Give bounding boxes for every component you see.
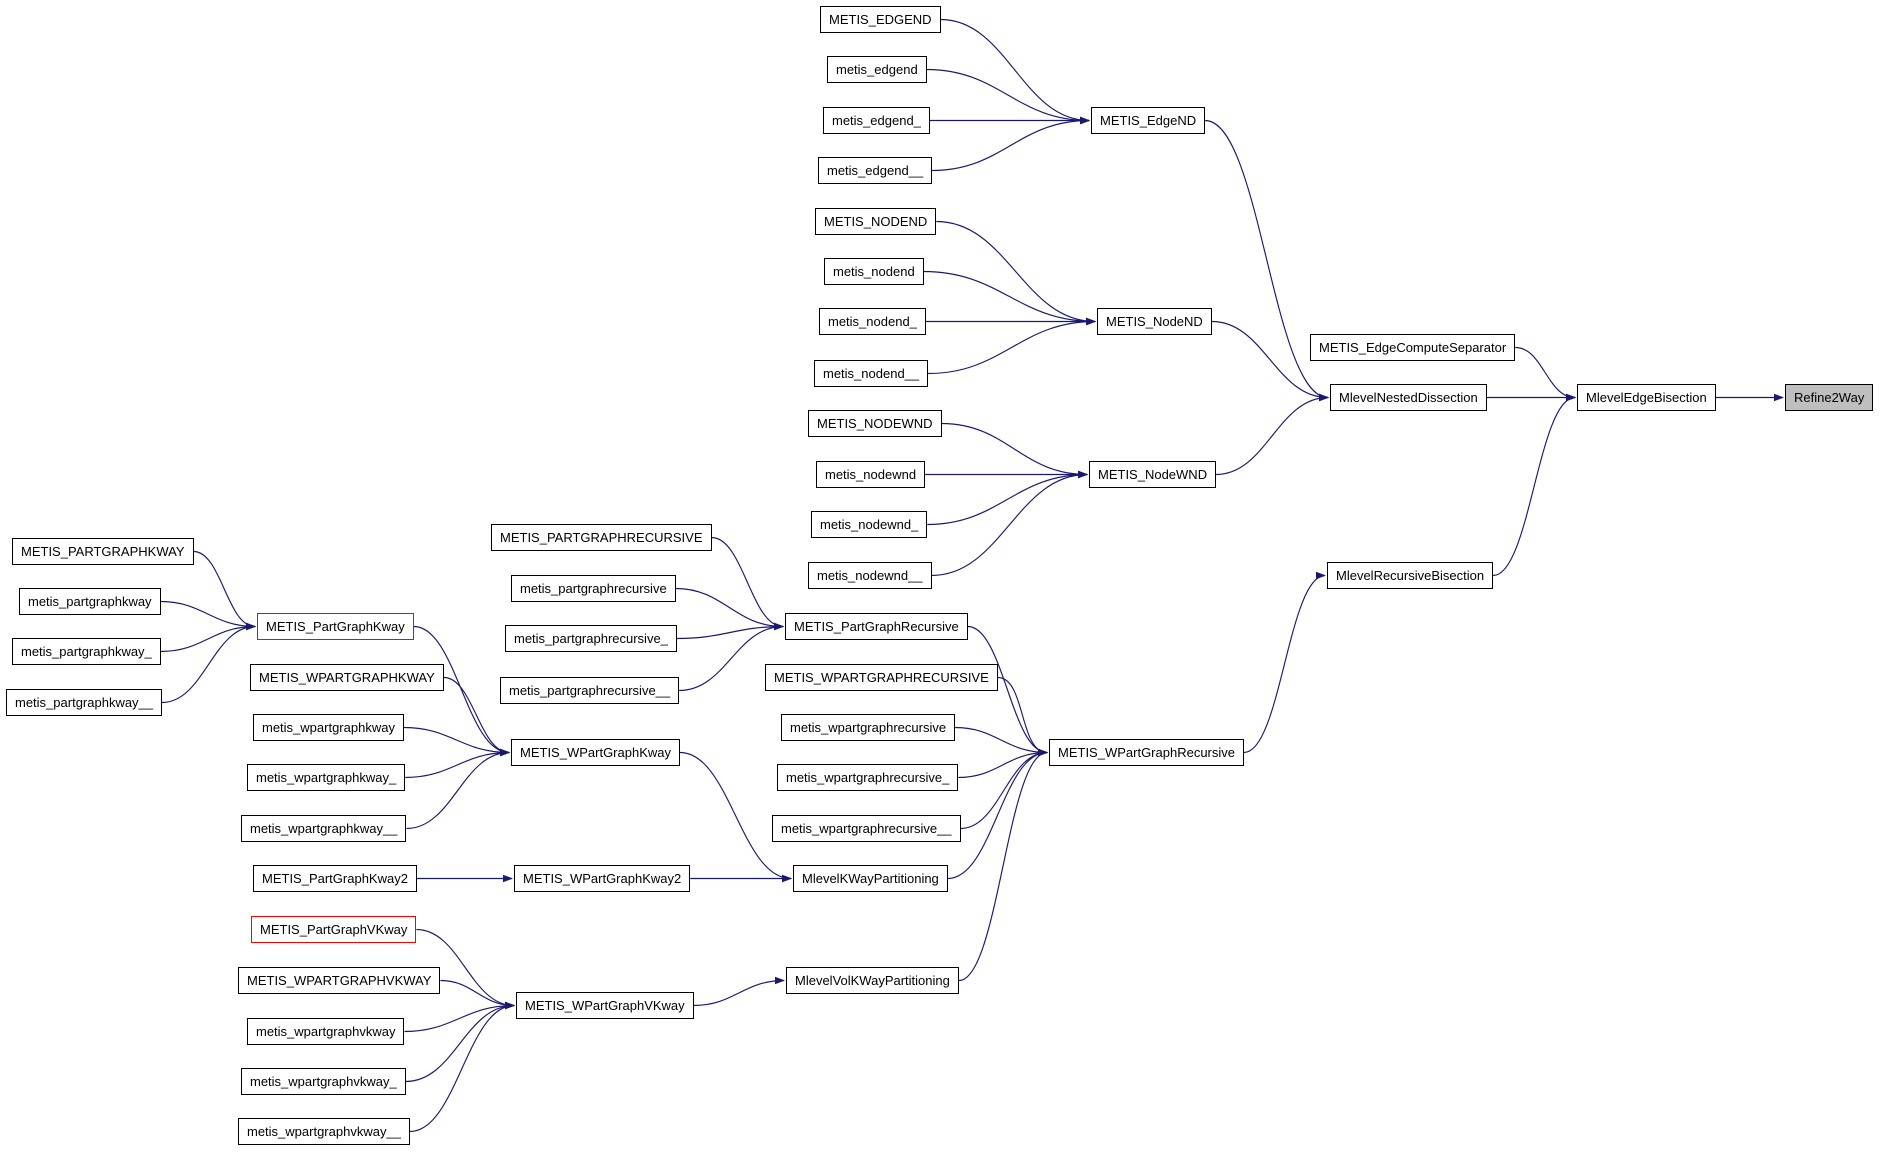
call-edge-METIS_EDGEND-to-METIS_EdgeND [940, 18, 1090, 125]
call-edge-METIS_PartGraphKway-to-METIS_WPartGraphKway [413, 625, 510, 757]
graph-node-MlevelVolKWayPartitioning[interactable]: MlevelVolKWayPartitioning [786, 967, 959, 994]
call-edge-metis_wpartgraphvkway_-to-METIS_WPartGraphVKway [405, 1001, 515, 1083]
call-edge-metis_nodewnd_-to-METIS_NodeWND [927, 470, 1088, 526]
call-edge-metis_wpartgraphvkway-to-METIS_WPartGraphVKway [404, 1001, 515, 1033]
call-edge-METIS_NODEWND-to-METIS_NodeWND [941, 422, 1088, 479]
call-edge-metis_wpartgraphkway-to-METIS_WPartGraphKway [403, 726, 510, 757]
graph-node-metis_wpartgraphvkway_[interactable]: metis_wpartgraphvkway_ [241, 1068, 406, 1095]
graph-node-METIS_NodeND[interactable]: METIS_NodeND [1097, 308, 1212, 335]
graph-node-metis_edgend_[interactable]: metis_edgend_ [823, 107, 930, 134]
graph-node-MlevelRecursiveBisection[interactable]: MlevelRecursiveBisection [1327, 562, 1494, 589]
graph-node-METIS_WPartGraphVKway[interactable]: METIS_WPartGraphVKway [516, 992, 694, 1019]
call-edge-METIS_WPartGraphRecursive-to-MlevelRecursiveBisection [1243, 571, 1326, 754]
graph-node-METIS_PartGraphRecursive[interactable]: METIS_PartGraphRecursive [785, 613, 968, 640]
graph-node-metis_wpartgraphkway__[interactable]: metis_wpartgraphkway__ [241, 815, 407, 842]
graph-node-metis_edgend[interactable]: metis_edgend [827, 56, 927, 83]
graph-node-metis_wpartgraphvkway[interactable]: metis_wpartgraphvkway [247, 1018, 405, 1045]
graph-node-metis_wpartgraphrecursive[interactable]: metis_wpartgraphrecursive [781, 714, 956, 741]
graph-node-METIS_WPARTGRAPHKWAY[interactable]: METIS_WPARTGRAPHKWAY [250, 664, 444, 691]
call-edge-metis_wpartgraphvkway__-to-METIS_WPartGraphVKway [409, 1001, 515, 1133]
call-edge-MlevelRecursiveBisection-to-MlevelEdgeBisection [1493, 393, 1576, 577]
call-edge-metis_wpartgraphrecursive__-to-METIS_WPartGraphRecursive [960, 748, 1048, 830]
call-edge-metis_wpartgraphkway__-to-METIS_WPartGraphKway [406, 748, 510, 830]
graph-node-METIS_PartGraphKway[interactable]: METIS_PartGraphKway [257, 613, 414, 640]
graph-node-MlevelNestedDissection[interactable]: MlevelNestedDissection [1330, 384, 1487, 411]
graph-node-METIS_EDGEND[interactable]: METIS_EDGEND [820, 6, 941, 33]
graph-node-METIS_EdgeComputeSeparator[interactable]: METIS_EdgeComputeSeparator [1310, 334, 1516, 361]
call-edge-METIS_PartGraphVKway-to-METIS_WPartGraphVKway [416, 928, 515, 1010]
graph-node-metis_partgraphkway_[interactable]: metis_partgraphkway_ [12, 638, 161, 665]
graph-node-Refine2Way: Refine2Way [1785, 384, 1874, 411]
call-edge-METIS_NodeND-to-MlevelNestedDissection [1211, 320, 1329, 402]
graph-node-METIS_WPartGraphRecursive[interactable]: METIS_WPartGraphRecursive [1049, 739, 1244, 766]
graph-node-metis_nodend[interactable]: metis_nodend [824, 258, 924, 285]
graph-node-METIS_PartGraphVKway[interactable]: METIS_PartGraphVKway [251, 916, 417, 943]
graph-node-METIS_WPartGraphKway2[interactable]: METIS_WPartGraphKway2 [514, 865, 691, 892]
call-edge-METIS_EdgeComputeSeparator-to-MlevelEdgeBisection [1515, 346, 1576, 402]
graph-node-metis_nodend__[interactable]: metis_nodend__ [814, 360, 929, 387]
call-edge-MlevelVolKWayPartitioning-to-METIS_WPartGraphRecursive [958, 748, 1048, 982]
call-edge-metis_partgraphkway__-to-METIS_PartGraphKway [161, 622, 256, 704]
call-edge-metis_wpartgraphrecursive_-to-METIS_WPartGraphRecursive [958, 748, 1048, 779]
call-edge-metis_edgend-to-METIS_EdgeND [926, 68, 1090, 125]
graph-node-metis_wpartgraphrecursive_[interactable]: metis_wpartgraphrecursive_ [777, 764, 959, 791]
call-edge-metis_nodewnd__-to-METIS_NodeWND [931, 470, 1088, 577]
graph-node-metis_wpartgraphkway[interactable]: metis_wpartgraphkway [253, 714, 404, 741]
call-edge-METIS_WPartGraphKway-to-MlevelKWayPartitioning [679, 751, 792, 883]
graph-node-METIS_PartGraphKway2[interactable]: METIS_PartGraphKway2 [253, 865, 417, 892]
graph-node-MlevelKWayPartitioning[interactable]: MlevelKWayPartitioning [793, 865, 948, 892]
call-edge-MlevelKWayPartitioning-to-METIS_WPartGraphRecursive [947, 748, 1048, 880]
graph-node-metis_wpartgraphvkway__[interactable]: metis_wpartgraphvkway__ [238, 1118, 410, 1145]
call-edge-METIS_PARTGRAPHKWAY-to-METIS_PartGraphKway [193, 550, 256, 631]
call-edge-metis_nodend-to-METIS_NodeND [923, 270, 1096, 326]
graph-node-METIS_EdgeND[interactable]: METIS_EdgeND [1091, 107, 1206, 134]
call-edge-METIS_EdgeND-to-MlevelNestedDissection [1205, 119, 1329, 402]
call-edge-metis_wpartgraphkway_-to-METIS_WPartGraphKway [405, 748, 510, 779]
graph-node-METIS_PARTGRAPHKWAY[interactable]: METIS_PARTGRAPHKWAY [12, 538, 194, 565]
call-edge-METIS_WPartGraphVKway-to-MlevelVolKWayPartitioning [693, 976, 785, 1007]
graph-node-metis_edgend__[interactable]: metis_edgend__ [818, 157, 933, 184]
call-edge-METIS_WPARTGRAPHVKWAY-to-METIS_WPartGraphVKway [440, 979, 515, 1010]
call-edge-metis_edgend__-to-METIS_EdgeND [932, 116, 1090, 172]
call-edge-metis_partgraphkway-to-METIS_PartGraphKway [160, 600, 256, 631]
graph-node-METIS_NODEWND[interactable]: METIS_NODEWND [808, 410, 942, 437]
graph-node-METIS_NodeWND[interactable]: METIS_NodeWND [1089, 461, 1217, 488]
graph-node-METIS_NODEND[interactable]: METIS_NODEND [815, 208, 937, 235]
graph-node-metis_wpartgraphrecursive__[interactable]: metis_wpartgraphrecursive__ [772, 815, 961, 842]
call-edge-METIS_NODEND-to-METIS_NodeND [936, 220, 1096, 326]
call-edge-METIS_NodeWND-to-MlevelNestedDissection [1216, 393, 1329, 476]
graph-node-metis_nodewnd_[interactable]: metis_nodewnd_ [811, 511, 928, 538]
graph-node-MlevelEdgeBisection[interactable]: MlevelEdgeBisection [1577, 384, 1716, 411]
call-edge-metis_partgraphrecursive-to-METIS_PartGraphRecursive [675, 587, 784, 631]
graph-node-METIS_PARTGRAPHRECURSIVE[interactable]: METIS_PARTGRAPHRECURSIVE [491, 524, 712, 551]
graph-node-metis_partgraphrecursive_[interactable]: metis_partgraphrecursive_ [505, 625, 677, 652]
call-edge-metis_partgraphrecursive__-to-METIS_PartGraphRecursive [679, 622, 784, 692]
graph-node-metis_nodewnd__[interactable]: metis_nodewnd__ [808, 562, 932, 589]
call-edge-METIS_PARTGRAPHRECURSIVE-to-METIS_PartGraphRecursive [711, 536, 784, 631]
edge-group [160, 18, 1784, 1133]
graph-node-metis_nodewnd[interactable]: metis_nodewnd [816, 461, 926, 488]
graph-node-metis_partgraphkway[interactable]: metis_partgraphkway [19, 588, 161, 615]
call-edge-METIS_WPARTGRAPHRECURSIVE-to-METIS_WPartGraphRecursive [997, 676, 1048, 757]
call-edge-metis_wpartgraphrecursive-to-METIS_WPartGraphRecursive [955, 726, 1048, 757]
graph-node-metis_nodend_[interactable]: metis_nodend_ [819, 308, 926, 335]
call-edge-metis_partgraphkway_-to-METIS_PartGraphKway [160, 622, 256, 653]
graph-node-METIS_WPartGraphKway[interactable]: METIS_WPartGraphKway [511, 739, 680, 766]
call-edge-metis_partgraphrecursive_-to-METIS_PartGraphRecursive [676, 622, 784, 640]
graph-node-METIS_WPARTGRAPHVKWAY[interactable]: METIS_WPARTGRAPHVKWAY [238, 967, 441, 994]
call-edge-metis_nodend__-to-METIS_NodeND [928, 317, 1096, 375]
graph-node-metis_partgraphrecursive[interactable]: metis_partgraphrecursive [511, 575, 676, 602]
graph-node-metis_wpartgraphkway_[interactable]: metis_wpartgraphkway_ [247, 764, 406, 791]
graph-node-METIS_WPARTGRAPHRECURSIVE[interactable]: METIS_WPARTGRAPHRECURSIVE [765, 664, 998, 691]
graph-node-metis_partgraphrecursive__[interactable]: metis_partgraphrecursive__ [500, 677, 680, 704]
graph-node-metis_partgraphkway__[interactable]: metis_partgraphkway__ [6, 689, 163, 716]
